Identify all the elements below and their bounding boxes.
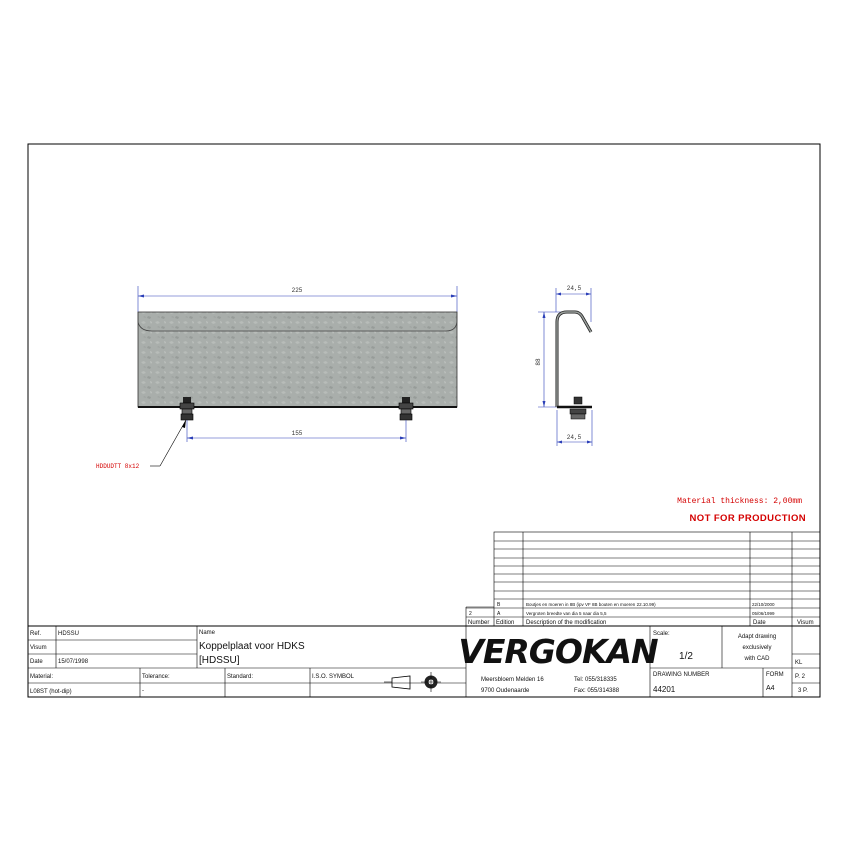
dimension-length: 225 [137, 286, 458, 312]
title-block-grid [28, 625, 820, 697]
revision-header-visum: Visum [797, 620, 814, 626]
tolerance-label: Tolerance: [142, 674, 170, 680]
not-for-production-note: NOT FOR PRODUCTION [690, 513, 806, 524]
revision-header-edition: Edition [496, 620, 514, 626]
material-thickness-note: Material thickness: 2,00mm [677, 497, 802, 506]
page-number: P. 2 [795, 674, 806, 680]
company-fax: Fax: 055/314388 [574, 688, 620, 694]
revision-description-b: Boutjes en moeren in 8B (ipv VF 8B boute… [526, 602, 656, 607]
revision-header-date: Date [753, 620, 766, 626]
standard-label: Standard: [227, 674, 253, 680]
revision-description-a: Vergroten breedte van dia 5 naar dia 5,5 [526, 611, 607, 616]
revision-header-description: Description of the modification [526, 620, 606, 626]
drawing-number-label: DRAWING NUMBER [653, 672, 710, 678]
material-value: L08ST (hot-dip) [30, 689, 72, 695]
scale-label: Scale: [653, 631, 670, 637]
ref-label: Ref. [30, 631, 41, 637]
format-value: A4 [766, 685, 775, 692]
part-name-line1: Koppelplaat voor HDKS [199, 641, 305, 652]
revision-edition-a: A [497, 611, 501, 617]
front-view-plate [137, 311, 458, 408]
revision-table [465, 531, 821, 627]
revision-number-2: 2 [469, 611, 472, 617]
revision-edition-b: B [497, 602, 501, 608]
cad-note-line2: exclusively [742, 645, 771, 651]
dimension-hole-spacing: 155 [186, 420, 407, 442]
date-value: 15/07/1998 [58, 659, 89, 665]
cad-note-line1: Adapt drawing [738, 634, 776, 640]
side-view: 24,5 88 24,5 [535, 285, 593, 446]
revision-date-a: 05/06/1999 [752, 611, 775, 616]
company-tel: Tel: 055/318335 [574, 677, 617, 683]
bolt-callout-label: HDDUDTT 8x12 [96, 463, 140, 470]
material-label: Material: [30, 674, 53, 680]
dimension-width-bottom-label: 24,5 [567, 434, 582, 441]
scale-value: 1/2 [679, 651, 693, 662]
visum-label: Visum [30, 645, 47, 651]
company-address-line2: 9700 Oudenaarde [481, 688, 530, 694]
format-label: FORM [766, 672, 784, 678]
dimension-width-top-label: 24,5 [567, 285, 582, 292]
revision-header-number: Number [468, 620, 489, 626]
dimension-height-label: 88 [535, 358, 542, 366]
iso-projection-symbol [384, 672, 441, 692]
revision-date-b: 22/10/2000 [752, 602, 775, 607]
drawing-frame [27, 143, 821, 698]
name-label: Name [199, 630, 216, 636]
part-name-line2: [HDSSU] [199, 655, 240, 666]
company-address-line1: Meersbloem Melden 16 [481, 677, 544, 683]
tolerance-value: - [142, 688, 144, 694]
cad-note-line3: with CAD [743, 656, 770, 662]
bolt-left [179, 397, 195, 421]
page-count: 3 P. [798, 688, 808, 694]
dimension-hole-spacing-label: 155 [292, 430, 303, 437]
drawing-number-value: 44201 [653, 685, 676, 694]
iso-symbol-label: I.S.O. SYMBOL [312, 674, 355, 680]
company-logo: VERGOKAN [458, 632, 658, 671]
date-label: Date [30, 659, 43, 665]
dimension-length-label: 225 [292, 287, 303, 294]
ref-value: HDSSU [58, 631, 79, 637]
bolt-callout: HDDUDTT 8x12 [96, 419, 187, 470]
bolt-right [398, 397, 414, 421]
kl-label: KL [795, 660, 803, 666]
